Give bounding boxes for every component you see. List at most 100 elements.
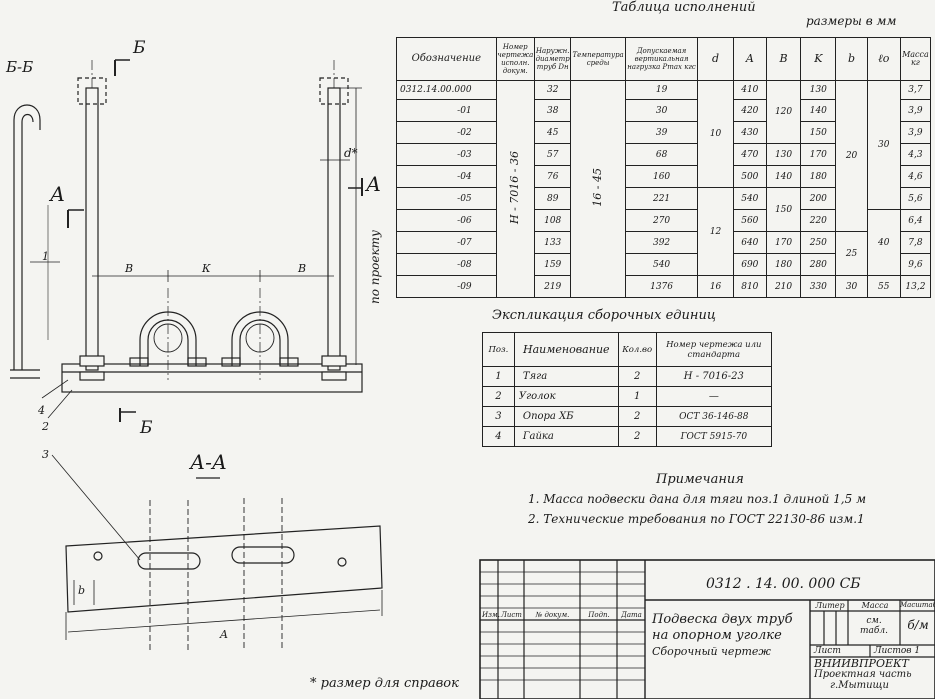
cell-designation: -01 (396, 99, 497, 122)
dim-b-left-label: В (125, 262, 134, 275)
cell-designation: -05 (396, 187, 497, 210)
cell-load: 270 (624, 209, 699, 232)
cell-load: 68 (624, 143, 699, 166)
cell-dn: 159 (533, 253, 572, 276)
cell-a: 470 (732, 143, 767, 166)
cell-qty: 2 (617, 426, 657, 447)
table-row: 3 Опора ХБ 2 ОСТ 36-146-88 (482, 406, 773, 427)
doc-code: 0312 . 14. 00. 000 СБ (706, 576, 861, 592)
cell-a: 690 (732, 253, 767, 276)
tb-col-doc: № докум. (535, 611, 570, 619)
table-row: -06 108 270 560 220 40 6,4 (396, 209, 932, 276)
table-row: -09 219 1376 16 810 210 330 30 55 13,2 (396, 275, 932, 298)
note-2: 2. Технические требования по ГОСТ 22130-… (528, 512, 865, 526)
cell-qty: 2 (617, 406, 657, 427)
cell-load: 540 (624, 253, 699, 276)
tb-org: ВНИИВПРОЕКТ Проектная часть г.Мытищи (814, 658, 912, 691)
table-row: -07 133 392 640 170 250 25 7,8 (396, 231, 932, 276)
cell-mass: 3,7 (899, 80, 932, 100)
pos-4-label: 4 (38, 404, 45, 417)
cell-load: 30 (624, 99, 699, 122)
tb-scale-value: б/м (907, 618, 929, 632)
pos-3-label: 3 (42, 448, 49, 461)
cell-a: 640 (732, 231, 767, 254)
variants-table: Обозначение Номер чертежа исполн. докум.… (396, 37, 932, 298)
col-b: b (835, 37, 868, 81)
col-name: Наименование (513, 332, 619, 367)
tb-title-line-1: Подвеска двух труб (652, 612, 793, 627)
tb-massa-value: см. табл. (860, 616, 888, 636)
tb-org-line-3: г.Мытищи (830, 680, 889, 691)
cell-b-cap: 210 (765, 275, 802, 298)
cell-k: 220 (800, 209, 837, 232)
cell-designation: -08 (396, 253, 497, 276)
cell-dn: 76 (533, 165, 572, 188)
col-k: K (800, 37, 837, 81)
table-row: -02 45 39 430 150 3,9 (396, 121, 932, 144)
cell-doc: ОСТ 36-146-88 (655, 406, 773, 427)
cell-l0-merged: 55 (866, 275, 901, 298)
cell-dn: 32 (533, 80, 572, 100)
tb-masshtab: Масштаб (900, 601, 935, 609)
cell-b-merged: 20 (835, 80, 868, 232)
tb-sheet: Лист (814, 646, 841, 656)
by-project-label: по проекту (368, 230, 382, 305)
cell-dn: 133 (533, 231, 572, 254)
tb-title-line-2: на опорном уголке (652, 628, 782, 643)
cell-drawing-no-merged: Н - 7016 - 36 (495, 80, 535, 298)
cell-d-merged: 10 (697, 80, 734, 188)
cell-k: 330 (800, 275, 837, 298)
cell-mass: 5,6 (899, 187, 932, 210)
cell-designation: -04 (396, 165, 497, 188)
cell-d-merged: 12 (697, 187, 734, 276)
cell-k: 130 (800, 80, 837, 100)
table-row: 0312.14.00.000 Н - 7016 - 36 32 16 - 45 … (396, 80, 932, 298)
cell-doc: Н - 7016-23 (655, 366, 773, 387)
cell-a: 810 (732, 275, 767, 298)
cell-mass: 3,9 (899, 121, 932, 144)
col-b-cap: В (765, 37, 802, 81)
cell-pos: 3 (482, 406, 515, 427)
dim-b-right-label: В (298, 262, 307, 275)
variants-table-caption: Таблица исполнений (612, 0, 756, 15)
cell-b-cap-merged: 120 (765, 80, 802, 144)
dim-b-small-label: b (78, 584, 86, 597)
cell-mass: 9,6 (899, 253, 932, 276)
tb-col-date: Дата (621, 611, 642, 619)
table-row: 1 Тяга 2 Н - 7016-23 (482, 366, 773, 387)
col-doc: Номер чертежа или стандарта (655, 332, 773, 367)
cell-designation: -06 (396, 209, 497, 232)
cell-mass: 6,4 (899, 209, 932, 232)
cell-l0-merged: 40 (866, 209, 901, 276)
pos-2-label: 2 (42, 420, 49, 433)
cell-a: 420 (732, 99, 767, 122)
col-designation: Обозначение (396, 37, 497, 81)
tb-sheets: Листов 1 (874, 646, 921, 656)
cell-k: 250 (800, 231, 837, 254)
cell-mass: 13,2 (899, 275, 932, 298)
cell-designation: -09 (396, 275, 497, 298)
explication-table: Поз. Наименование Кол.во Номер чертежа и… (482, 332, 773, 447)
pos-1-label: 1 (42, 250, 49, 263)
cell-doc: — (655, 386, 773, 407)
cell-name: Тяга (513, 366, 619, 387)
cell-load: 39 (624, 121, 699, 144)
cell-a: 560 (732, 209, 767, 232)
cell-mass: 3,9 (899, 99, 932, 122)
cell-load: 392 (624, 231, 699, 254)
cut-mark-top: Б (133, 38, 146, 58)
cell-b-cap: 140 (765, 165, 802, 188)
cell-designation: -07 (396, 231, 497, 254)
cell-b-merged: 30 (835, 275, 868, 298)
col-temp: Температура среды (570, 37, 626, 81)
cell-b-cap: 180 (765, 253, 802, 276)
cell-a: 430 (732, 121, 767, 144)
cell-b-cap-merged: 150 (765, 187, 802, 232)
view-a-left-label: А (50, 182, 66, 206)
section-aa-title: А-А (190, 450, 228, 474)
tb-col-list: Лист (501, 611, 522, 619)
cell-load: 221 (624, 187, 699, 210)
cell-k: 170 (800, 143, 837, 166)
cell-dn: 45 (533, 121, 572, 144)
tb-org-line-1: ВНИИВПРОЕКТ (814, 657, 909, 670)
